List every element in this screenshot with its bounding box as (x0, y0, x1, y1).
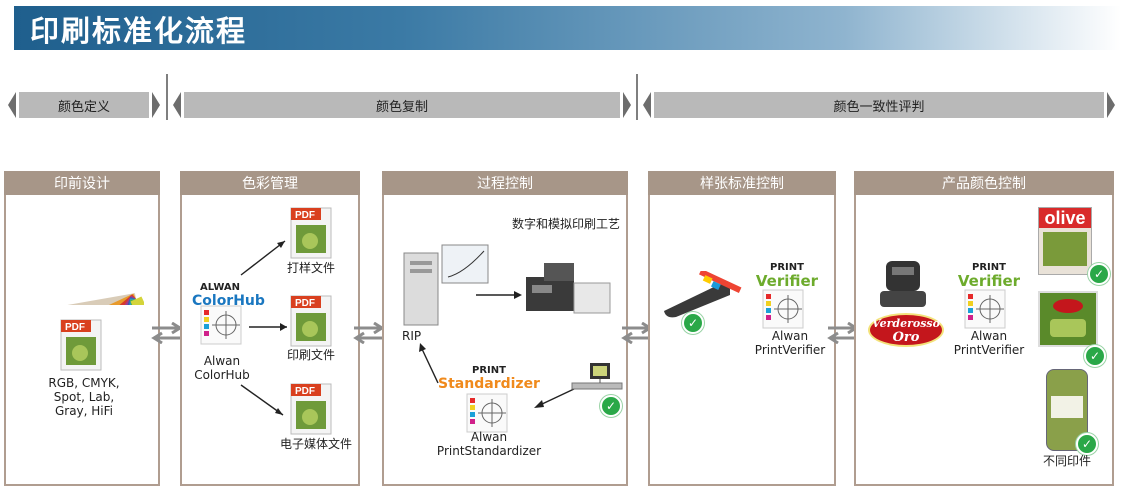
exchange-arrows-icon (621, 322, 653, 344)
pdf-document-icon: PDF (60, 319, 102, 375)
exchange-arrows-icon (151, 322, 183, 344)
standardizer-caption: Alwan PrintStandardizer (436, 430, 542, 458)
different-prints-label: 不同印件 (1042, 454, 1091, 468)
color-fan-icon (31, 293, 144, 305)
distribution-arrows (240, 240, 287, 416)
verifier-logo: PRINT Verifier (755, 262, 819, 290)
phase-color-consistency: 颜色一致性评判 (654, 92, 1104, 118)
stage-color-management: 色彩管理 ALWAN ColorHub Alwan ColorHub PDF 打… (180, 171, 360, 486)
verifier-logo: PRINT Verifier (957, 262, 1021, 290)
brand-logo: Verderosso Oro (868, 313, 944, 347)
handheld-spectro-icon (664, 271, 742, 318)
check-icon: ✓ (1084, 345, 1106, 367)
rip-workstation-icon (403, 244, 489, 326)
svg-text:PDF: PDF (295, 386, 315, 397)
phase-left-arrow-icon (8, 92, 16, 118)
feedback-arrow (419, 343, 439, 384)
spectrophotometer-table-icon (571, 363, 623, 390)
phase-right-arrow-icon (623, 92, 631, 118)
phase-left-arrow-icon (643, 92, 651, 118)
check-icon: ✓ (682, 312, 704, 334)
digital-press-icon (526, 263, 611, 314)
output-proof-label: 打样文件 (286, 261, 335, 275)
check-icon: ✓ (1076, 433, 1098, 455)
magazine-cover: olive (1038, 207, 1092, 275)
pdf-label: PDF (65, 322, 85, 333)
olive-jar (1046, 369, 1088, 451)
title-banner (14, 6, 1121, 50)
stage-title: 过程控制 (382, 171, 628, 195)
process-subtitle: 数字和模拟印刷工艺 (511, 217, 620, 231)
benchtop-spectro-icon (880, 261, 926, 307)
check-icon: ✓ (600, 395, 622, 417)
verifier-target-icon (964, 289, 1006, 329)
colorhub-logo: ALWAN ColorHub (192, 282, 265, 310)
verifier-caption: Alwan PrintVerifier (953, 329, 1025, 357)
phase-divider (636, 74, 638, 120)
feedback-arrow (534, 388, 575, 408)
product-package (1038, 291, 1098, 347)
stage-title: 色彩管理 (180, 171, 360, 195)
output-print-label: 印刷文件 (286, 348, 335, 362)
output-digital-media-label: 电子媒体文件 (279, 437, 352, 451)
phase-color-definition: 颜色定义 (19, 92, 149, 118)
stage-prepress: 印前设计 PDF RGB, CMYK, Spot, Lab, Gray, HiF… (4, 171, 160, 486)
stage-proof-control: 样张标准控制 ✓ PRINT Verifier Alwan PrintVerif… (648, 171, 836, 486)
colorhub-target-icon (200, 305, 242, 345)
color-spaces-caption: RGB, CMYK, Spot, Lab, Gray, HiFi (48, 376, 120, 418)
verifier-target-icon (762, 289, 804, 329)
rip-label: RIP (402, 329, 422, 343)
svg-text:PDF: PDF (295, 210, 315, 221)
colorhub-caption: Alwan ColorHub (194, 354, 250, 382)
print-pdf-icon: PDF (290, 295, 332, 351)
stage-product-control: 产品颜色控制 Verderosso Oro PRINT Verifier Alw… (854, 171, 1114, 486)
phase-left-arrow-icon (173, 92, 181, 118)
stage-process-control: 过程控制 数字和模拟印刷工艺 RIP PRINT Standardizer Al… (382, 171, 628, 486)
phase-color-reproduction: 颜色复制 (184, 92, 620, 118)
flow-arrow (476, 291, 522, 299)
stage-title: 样张标准控制 (648, 171, 836, 195)
page-title: 印刷标准化流程 (30, 14, 248, 48)
proof-pdf-icon: PDF (290, 207, 332, 263)
svg-text:PDF: PDF (295, 298, 315, 309)
standardizer-target-icon (466, 393, 508, 433)
standardizer-logo: PRINT Standardizer (438, 365, 540, 393)
phase-right-arrow-icon (1107, 92, 1115, 118)
digital-media-pdf-icon: PDF (290, 383, 332, 439)
phase-right-arrow-icon (152, 92, 160, 118)
stage-title: 印前设计 (4, 171, 160, 195)
exchange-arrows-icon (353, 322, 385, 344)
stage-title: 产品颜色控制 (854, 171, 1114, 195)
check-icon: ✓ (1088, 263, 1110, 285)
phase-divider (166, 74, 168, 120)
verifier-caption: Alwan PrintVerifier (754, 329, 826, 357)
